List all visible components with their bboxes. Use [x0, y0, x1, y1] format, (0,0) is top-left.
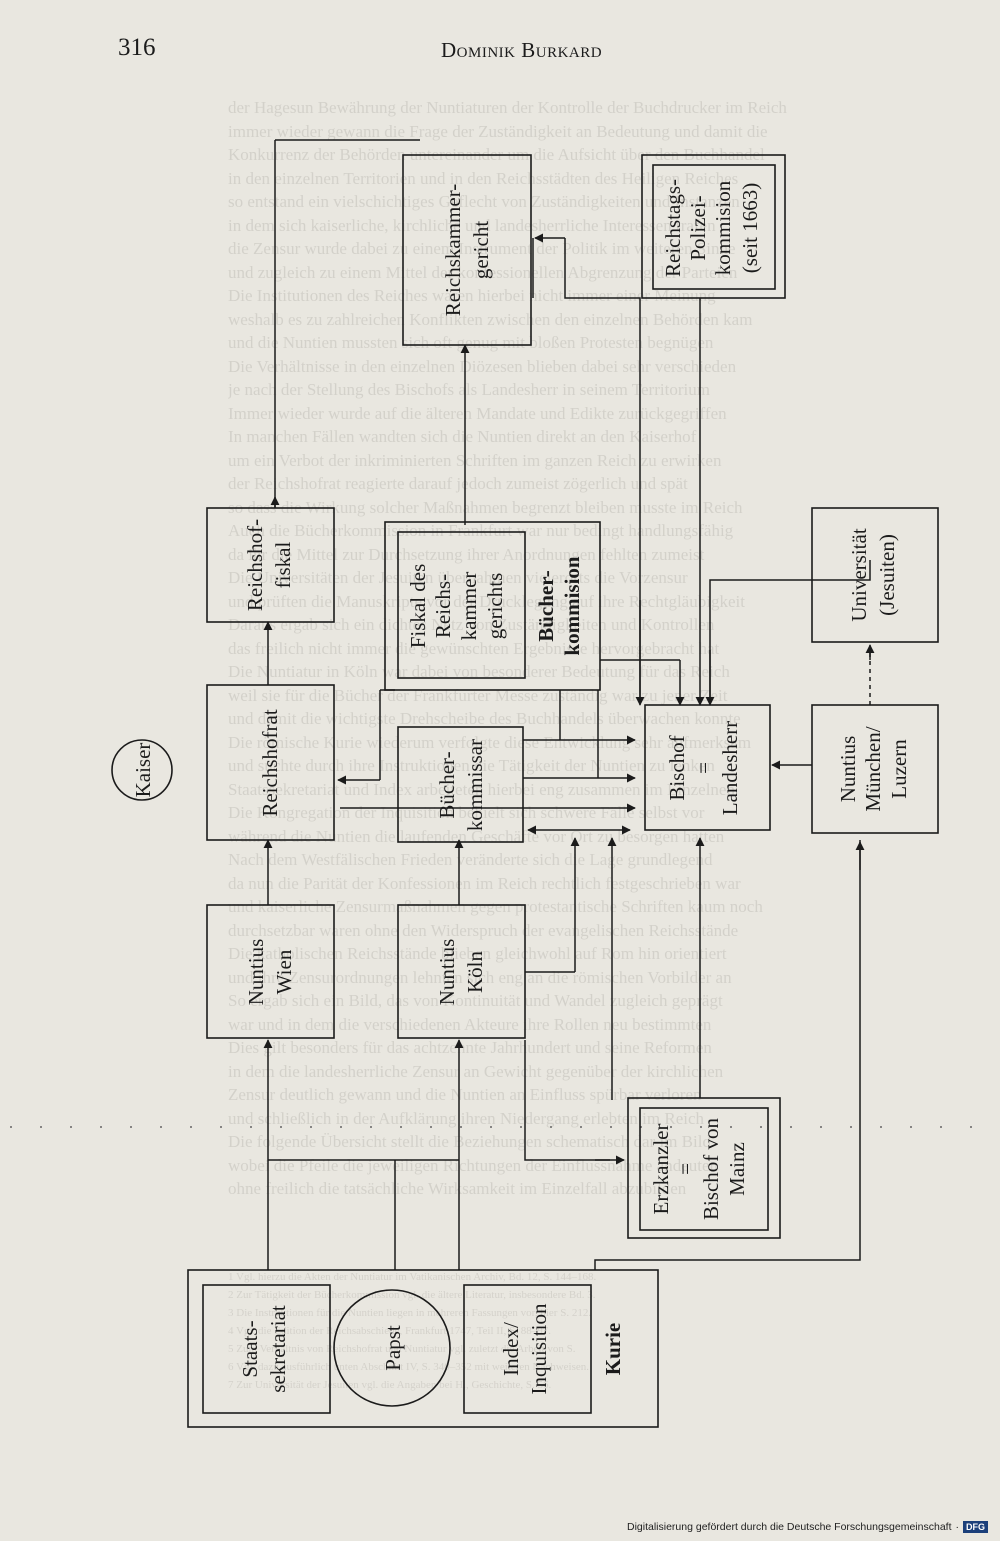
bleed-through-footnotes: 1 Vgl. hierzu die Akten der Nuntiatur im… — [228, 1271, 597, 1391]
node-kurie-label: Kurie — [601, 1323, 625, 1376]
bischof-line-1: Bischof — [665, 735, 689, 800]
bleed-through-text: der Hagesun Bewährung der Nuntiaturen de… — [228, 98, 787, 1198]
node-buecherkommission-label: Bücher- kommision — [534, 556, 584, 656]
papst-label: Papst — [381, 1325, 405, 1371]
page-number: 316 — [118, 34, 156, 61]
erzkanzler-line-1: Erzkanzler — [649, 1124, 673, 1215]
nuntius-wien-line-1: Nuntius — [244, 939, 268, 1006]
node-reichshoffiskal: Reichshof- fiskal — [206, 507, 335, 623]
reichskammergericht-line-1: Reichskammer- — [441, 184, 465, 317]
nuntius-muenchen-line-2: München/ — [861, 726, 885, 811]
node-reichskammergericht: Reichskammer- gericht — [402, 154, 532, 346]
dfg-logo: DFG — [963, 1521, 988, 1533]
nuntius-wien-line-2: Wien — [272, 949, 296, 994]
erzkanzler-line-4: Mainz — [725, 1142, 749, 1196]
nuntius-koeln-line-2: Köln — [463, 951, 487, 994]
node-fiskal-rkg: Fiskal des Reichs- kammer gerichts — [397, 531, 526, 679]
buecherkommission-line-1: Bücher- — [534, 570, 558, 642]
node-nuntius-wien: Nuntius Wien — [206, 904, 335, 1039]
polizeikommission-line-3: kommision — [711, 180, 735, 275]
polizeikommission-line-4: (seit 1663) — [738, 183, 762, 273]
reichskammergericht-line-2: gericht — [469, 221, 493, 279]
nuntius-muenchen-line-1: Nuntius — [836, 736, 860, 803]
fiskal-rkg-line-2: Reichs- — [431, 574, 455, 638]
nuntius-muenchen-line-3: Luzern — [887, 739, 911, 799]
fiskal-rkg-line-3: kammer — [457, 572, 481, 641]
node-buecherkommissar: Bücher- kommissar — [397, 726, 524, 843]
reichshoffiskal-line-1: Reichshof- — [243, 519, 267, 611]
staatssekretariat-line-2: sekretariat — [266, 1305, 290, 1393]
node-bischof-landesherr: Bischof = Landesherr — [644, 704, 771, 831]
bischof-line-3: Landesherr — [718, 721, 742, 815]
buecherkommissar-line-2: kommissar — [463, 739, 487, 831]
node-polizeikommission: Reichstags- Polizei- kommision (seit 166… — [641, 154, 786, 299]
universitaet-line-2: (Jesuiten) — [875, 534, 899, 616]
erzkanzler-line-3: Bischof von — [699, 1117, 723, 1220]
polizeikommission-line-1: Reichstags- — [661, 179, 685, 277]
running-head-author: Dominik Burkard — [441, 38, 603, 62]
node-erzkanzler: Erzkanzler = Bischof von Mainz — [627, 1097, 781, 1239]
index-line-2: Inquisition — [527, 1303, 551, 1395]
node-reichshofrat: Reichshofrat — [206, 684, 335, 841]
dotted-fold-line — [0, 1126, 1000, 1132]
universitaet-line-1: Universität — [847, 528, 871, 621]
node-index-inquisition: Index/ Inquisition — [463, 1284, 592, 1414]
reichshoffiskal-line-2: fiskal — [271, 542, 295, 589]
node-kaiser: Kaiser — [111, 739, 173, 801]
fiskal-rkg-line-4: gerichts — [483, 573, 507, 639]
reichshofrat-label: Reichshofrat — [258, 709, 282, 816]
kurie-label: Kurie — [601, 1323, 625, 1376]
nuntius-koeln-line-1: Nuntius — [435, 939, 459, 1006]
polizeikommission-line-2: Polizei- — [686, 195, 710, 260]
node-staatssekretariat: Staats- sekretariat — [202, 1284, 331, 1414]
connector-lines — [263, 139, 875, 1270]
buecherkommissar-line-1: Bücher- — [435, 751, 459, 818]
buecherkommission-line-2: kommision — [560, 556, 584, 656]
footer-text: Digitalisierung gefördert durch die Deut… — [626, 1521, 952, 1533]
node-nuntius-koeln: Nuntius Köln — [397, 904, 526, 1039]
digitization-footer: Digitalisierung gefördert durch die Deut… — [627, 1521, 988, 1533]
bischof-line-2: = — [691, 762, 715, 774]
kaiser-label: Kaiser — [131, 743, 155, 798]
index-line-1: Index/ — [499, 1322, 523, 1376]
node-universitaet: Universität (Jesuiten) — [811, 507, 939, 643]
erzkanzler-line-2: = — [673, 1163, 697, 1175]
node-papst: Papst — [333, 1289, 451, 1407]
node-buecherkommission-group — [384, 521, 601, 691]
fiskal-rkg-line-1: Fiskal des — [406, 564, 430, 649]
node-nuntius-muenchen: Nuntius München/ Luzern — [811, 704, 939, 834]
node-kurie-group — [187, 1269, 659, 1428]
staatssekretariat-line-1: Staats- — [238, 1320, 262, 1377]
